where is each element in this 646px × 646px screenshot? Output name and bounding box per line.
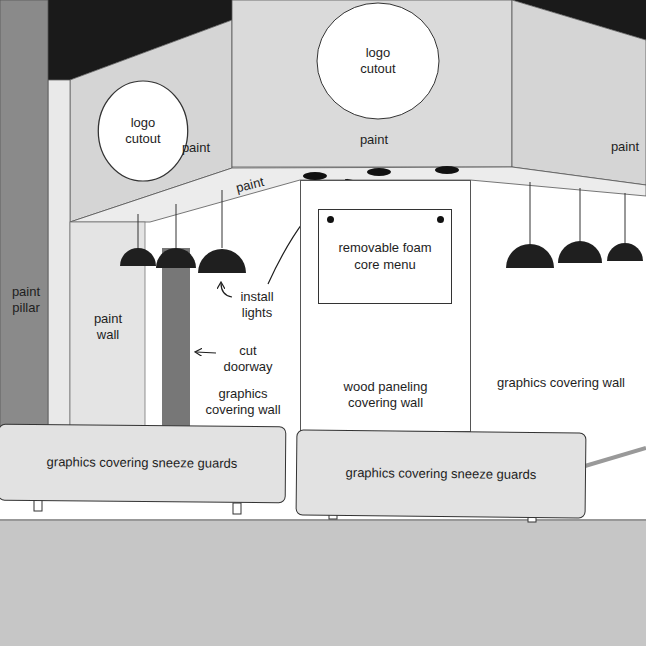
pendant-lamp	[156, 248, 196, 268]
cord	[176, 204, 177, 248]
annotation-label: paint	[354, 132, 394, 148]
annotation-label: paint	[607, 139, 643, 155]
mount-hole	[327, 216, 334, 223]
pendant-lamp	[506, 244, 554, 268]
logo-cutout: logo cutout	[316, 2, 440, 120]
pot-light	[435, 166, 459, 174]
node-text: removable foam core menu	[329, 240, 441, 273]
ellipse-shape	[98, 81, 187, 181]
node-text: graphics covering sneeze guards	[346, 465, 537, 483]
mount-hole	[437, 216, 444, 223]
clip	[233, 503, 241, 514]
logo-cutout: logo cutout	[97, 80, 189, 182]
leader-line	[196, 352, 216, 353]
node-text: logo cutout	[348, 45, 408, 78]
node-text: wood paneling covering wall	[321, 379, 451, 412]
doorway	[162, 248, 190, 430]
pendant-lamp	[198, 249, 246, 273]
soffit-face	[232, 0, 512, 167]
node-text: graphics covering sneeze guards	[47, 455, 238, 473]
counter-front	[0, 521, 646, 646]
pillar	[0, 0, 48, 430]
counter-edge	[585, 448, 646, 466]
annotation-label: paint wall	[84, 311, 132, 342]
annotation-label: cut doorway	[218, 343, 278, 374]
cord	[580, 188, 581, 241]
annotation-label: graphics covering wall	[476, 375, 646, 391]
annotation-label: install lights	[229, 289, 285, 320]
ellipse-shape	[317, 3, 439, 119]
pot-light	[303, 172, 327, 180]
pot-light	[367, 168, 391, 176]
node-text: logo cutout	[116, 115, 170, 148]
annotation-label: paint	[176, 140, 216, 156]
cord	[138, 214, 139, 250]
pendant-lamp	[607, 243, 643, 261]
menu-board: removable foam core menu	[318, 209, 452, 304]
annotation-label: paint pillar	[4, 284, 48, 315]
annotation-label: graphics covering wall	[197, 386, 289, 417]
leader-line	[221, 283, 232, 297]
cord	[222, 190, 223, 248]
wood-panel-wall: wood paneling covering wall removable foa…	[300, 180, 471, 432]
clip	[34, 500, 42, 511]
pendant-lights	[120, 241, 643, 273]
counter-edge	[0, 519, 646, 520]
soffit-face	[512, 0, 646, 185]
sneeze-guard: graphics covering sneeze guards	[296, 429, 587, 518]
cord	[625, 193, 626, 243]
wall-strip	[48, 80, 70, 430]
pendant-lamp	[120, 248, 156, 266]
sneeze-guard: graphics covering sneeze guards	[0, 424, 286, 504]
pendant-lamp	[558, 241, 602, 263]
cord	[530, 182, 531, 244]
